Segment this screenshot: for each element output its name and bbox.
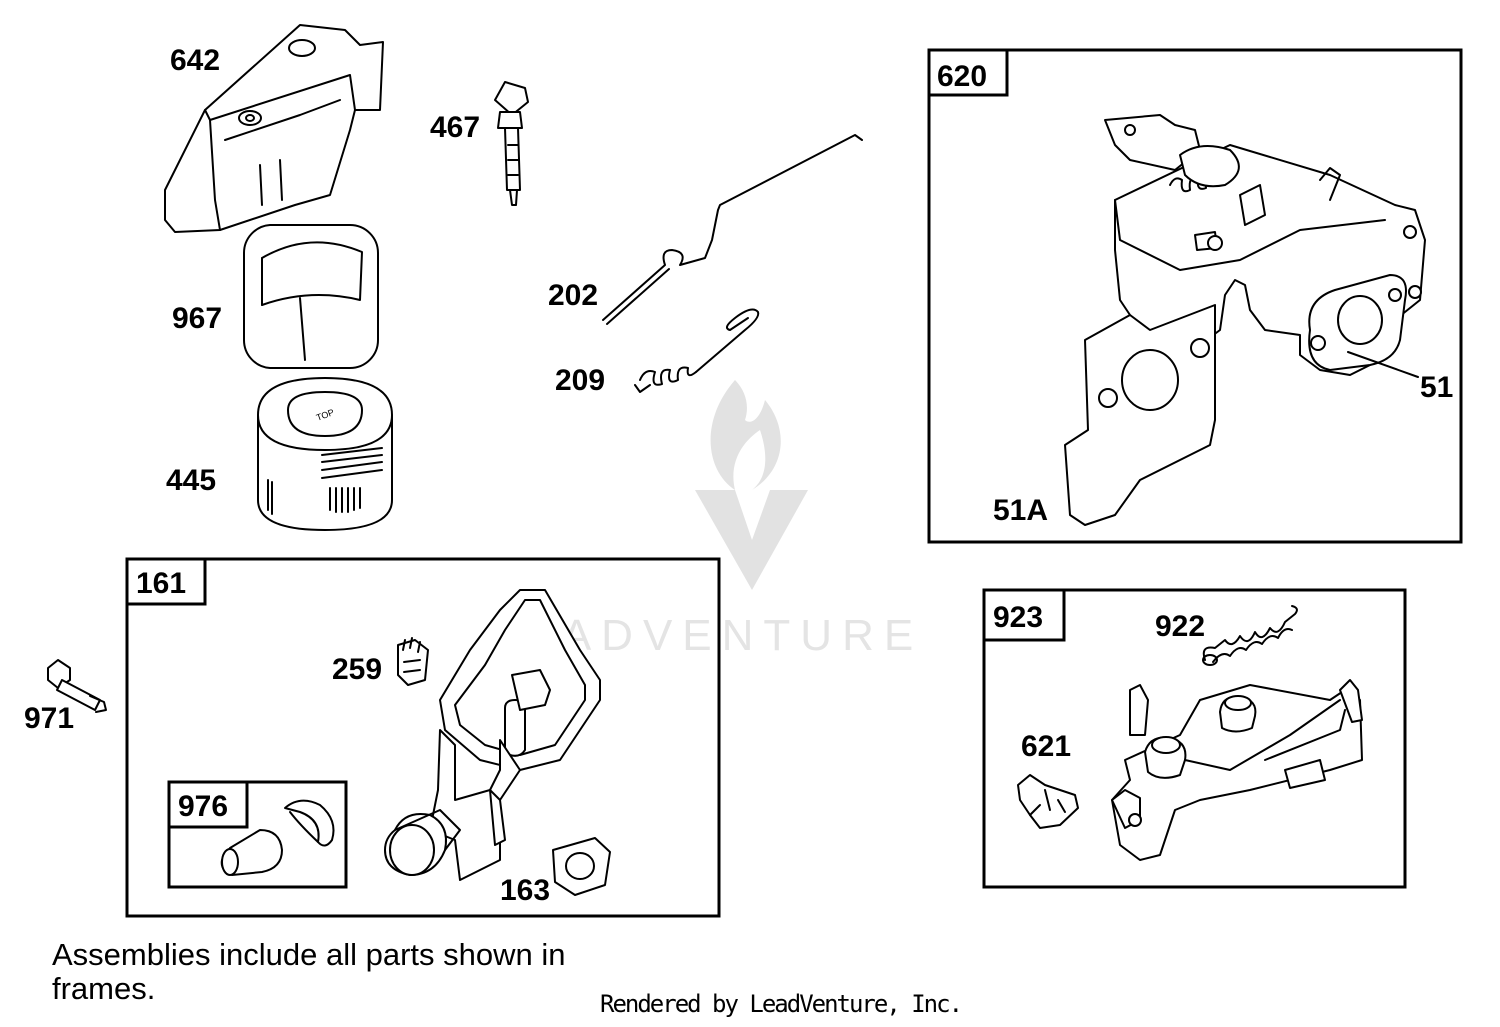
governor-spring [634,308,760,393]
frame-tag-923: 923 [993,601,1043,634]
part-label-51a: 51A [993,494,1048,527]
air-cleaner-cover [164,24,384,233]
part-label-621: 621 [1021,730,1071,763]
part-label-163: 163 [500,874,550,907]
dipstick [494,81,529,206]
part-label-51: 51 [1420,371,1453,404]
part-label-209: 209 [555,364,605,397]
air-filter-cartridge: TOP [257,377,393,531]
frame-tag-161: 161 [136,567,186,600]
pre-cleaner [242,224,379,369]
part-label-971: 971 [24,702,74,735]
part-label-922: 922 [1155,610,1205,643]
frame-620-control-bracket-assembly: 620 [927,48,1463,544]
assemblies-footnote: Assemblies include all parts shown in fr… [52,937,566,1006]
frame-161-air-cleaner-base-assembly: 161 [125,557,721,918]
render-credit: Rendered by LeadVenture, Inc. [600,990,963,1018]
frame-tag-620: 620 [937,60,987,93]
frame-tag-976: 976 [178,790,228,823]
bolt-971 [47,659,107,713]
part-label-642: 642 [170,44,220,77]
part-label-967: 967 [172,302,222,335]
frame-923-governor-control-assembly: 923 [982,588,1407,889]
part-label-445: 445 [166,464,216,497]
chevron-watermark-icon [695,490,808,590]
breather-tube-259 [397,637,429,686]
choke-clip-621 [1017,774,1079,829]
part-label-202: 202 [548,279,598,312]
flame-watermark-icon [710,380,781,490]
part-label-259: 259 [332,653,382,686]
governor-link [602,134,863,325]
part-label-467: 467 [430,111,480,144]
frame-976-breather-assembly: 976 [167,780,348,889]
